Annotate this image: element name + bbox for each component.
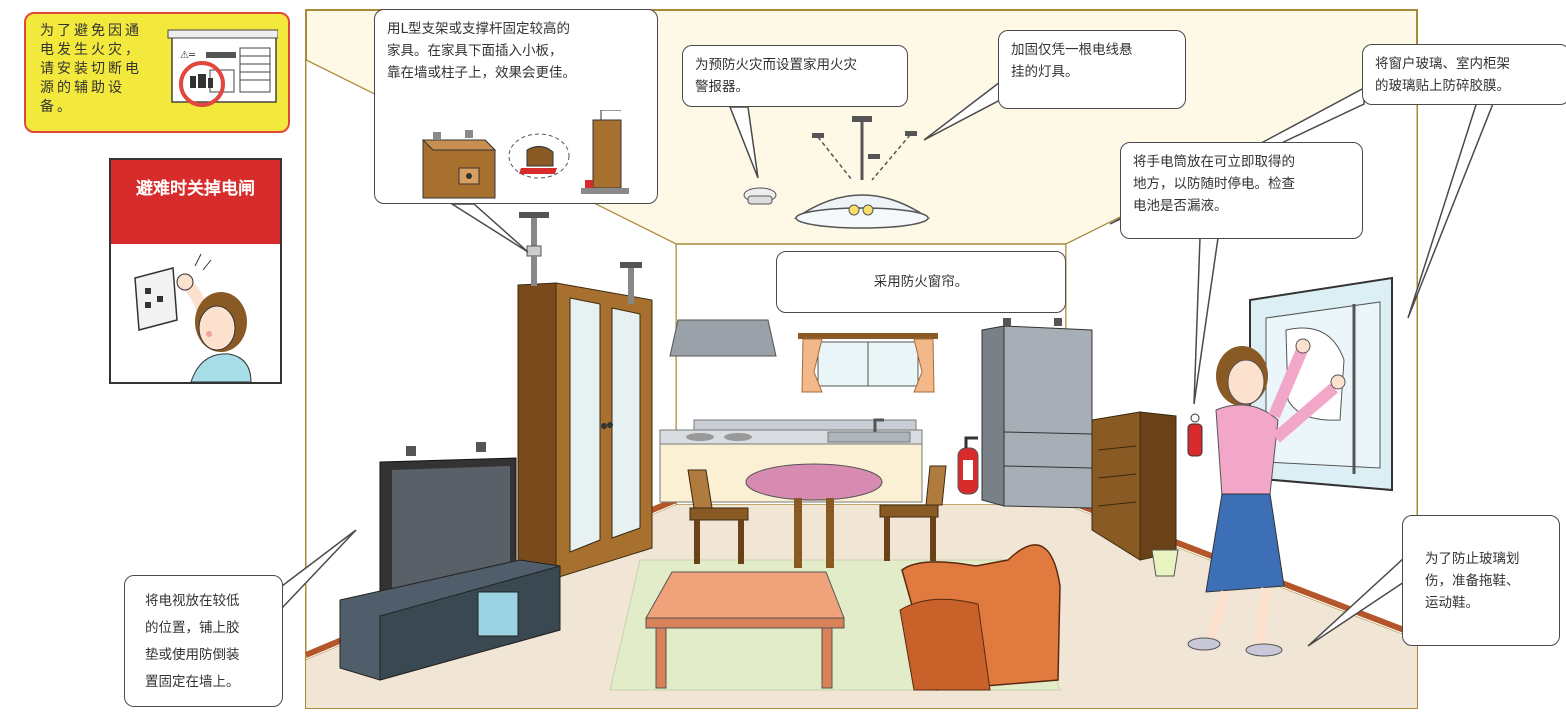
breaker-card-title: 避难时关掉电闸 <box>111 160 280 244</box>
breaker-panel-icon: ⚠═ <box>167 29 278 107</box>
callout-slippers-line-1: 为了防止玻璃划 <box>1425 550 1520 567</box>
callout-tv: 将电视放在较低 的位置，铺上胶 垫或使用防倒装 置固定在墙上。 <box>124 575 283 707</box>
breaker-card: 避难时关掉电闸 <box>109 158 282 384</box>
refrigerator <box>981 318 1093 509</box>
callout-tv-line-1: 将电视放在较低 <box>145 593 240 609</box>
wardrobe <box>517 282 653 593</box>
breaker-note-box: 为了避免因通电发生火灾，请安装切断电源的辅助设备。 ⚠═ <box>24 12 290 133</box>
callout-lamp-line-2: 挂的灯具。 <box>1011 64 1079 80</box>
coffee-table <box>645 571 845 689</box>
callout-flashlight: 将手电筒放在可立即取得的 地方，以防随时停电。检查 电池是否漏液。 <box>1120 142 1363 239</box>
callout-tv-line-3: 垫或使用防倒装 <box>145 647 240 663</box>
kitchen-window <box>798 333 938 393</box>
television <box>379 442 517 608</box>
dining-table <box>745 463 883 568</box>
smoke-alarm <box>743 187 777 205</box>
breaker-note-text: 为了避免因通电发生火灾，请安装切断电源的辅助设备。 <box>40 23 142 115</box>
callout-furniture-line-3: 靠在墙或柱子上，效果会更佳。 <box>387 65 576 81</box>
woman-figure <box>1187 338 1346 657</box>
callout-curtain: 采用防火窗帘。 <box>776 251 1066 313</box>
fire-extinguisher <box>957 436 979 495</box>
woman-switching-breaker-icon <box>111 244 280 382</box>
callout-tv-line-2: 的位置，铺上胶 <box>145 620 240 636</box>
callout-curtain-text: 采用防火窗帘。 <box>873 274 969 290</box>
wastebasket <box>1151 549 1179 577</box>
callout-fire-alarm-line-2: 警报器。 <box>695 79 749 95</box>
callout-furniture-line-2: 家具。在家具下面插入小板， <box>387 43 563 59</box>
range-hood <box>669 319 777 357</box>
callout-tv-line-4: 置固定在墙上。 <box>145 674 240 690</box>
furniture-bracket-icon <box>421 110 629 199</box>
callout-window-film-line-2: 的玻璃贴上防碎胶膜。 <box>1375 78 1510 94</box>
tv-stand <box>339 559 561 681</box>
callout-flashlight-line-1: 将手电筒放在可立即取得的 <box>1133 154 1295 170</box>
callout-window-film-line-1: 将窗户玻璃、室内柜架 <box>1375 56 1510 72</box>
callout-fire-alarm: 为预防火灾而设置家用火灾 警报器。 <box>682 45 908 107</box>
callout-furniture: 用L型支架或支撑杆固定较高的 家具。在家具下面插入小板， 靠在墙或柱子上，效果会… <box>374 9 658 204</box>
callout-fire-alarm-line-1: 为预防火灾而设置家用火灾 <box>695 57 857 73</box>
armchair <box>899 544 1061 691</box>
dresser <box>1091 411 1177 561</box>
callout-flashlight-line-3: 电池是否漏液。 <box>1133 198 1228 214</box>
dining-chair-right <box>879 465 947 561</box>
dining-chair-left <box>687 469 749 564</box>
callout-slippers-line-2: 伤，准备拖鞋、 <box>1425 572 1520 589</box>
callout-window-film: 将窗户玻璃、室内柜架 的玻璃贴上防碎胶膜。 <box>1362 44 1566 105</box>
wall-extinguisher <box>1187 413 1203 457</box>
svg-text:⚠═: ⚠═ <box>180 50 196 61</box>
callout-slippers: 为了防止玻璃划 伤，准备拖鞋、 运动鞋。 <box>1402 515 1560 646</box>
callout-slippers-line-3: 运动鞋。 <box>1425 594 1479 611</box>
callout-flashlight-line-2: 地方，以防随时停电。检查 <box>1133 176 1295 192</box>
callout-lamp-line-1: 加固仅凭一根电线悬 <box>1011 42 1133 58</box>
ceiling-lamp <box>793 116 931 229</box>
callout-furniture-line-1: 用L型支架或支撑杆固定较高的 <box>387 21 571 37</box>
callout-lamp: 加固仅凭一根电线悬 挂的灯具。 <box>998 30 1186 109</box>
